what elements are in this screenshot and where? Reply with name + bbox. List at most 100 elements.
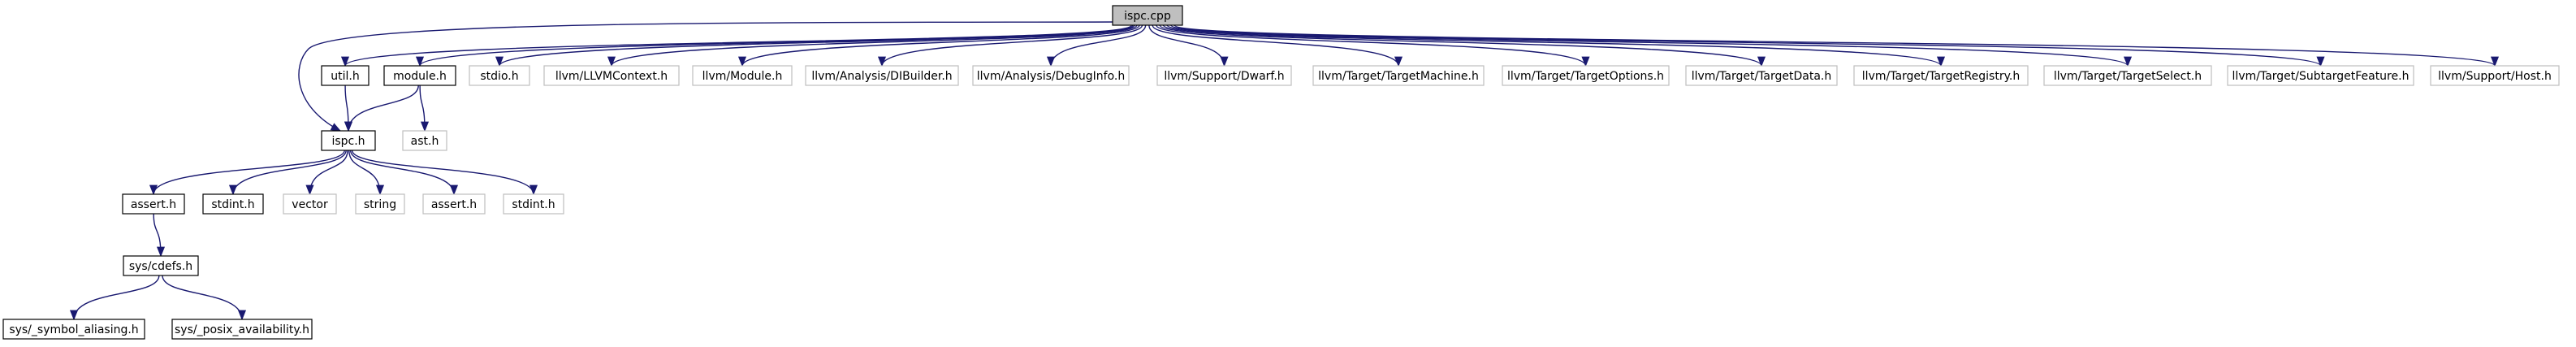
node-llvm-dwarf: llvm/Support/Dwarf.h (1156, 65, 1292, 86)
node-ispc-h[interactable]: ispc.h (321, 130, 376, 151)
edge-ispc_cpp-to-llvm_tm (1152, 24, 1403, 67)
edge-ispc_cpp-to-llvm_dwarf (1148, 24, 1229, 67)
node-label: llvm/Module.h (702, 70, 783, 83)
edge-ispc_h-to-vector (305, 150, 348, 196)
node-stdio-h: stdio.h (469, 65, 530, 86)
node-sys-posix[interactable]: sys/_posix_availability.h (171, 319, 313, 340)
node-label: llvm/LLVMContext.h (555, 70, 668, 83)
node-label: vector (292, 198, 328, 211)
node-box (503, 193, 564, 215)
node-vector: vector (283, 193, 337, 215)
node-label: ispc.cpp (1124, 10, 1171, 23)
edge-ispc_cpp-to-stdio_h (495, 24, 1135, 67)
node-label: llvm/Target/TargetSelect.h (2054, 70, 2202, 83)
node-label: llvm/Target/SubtargetFeature.h (2232, 70, 2410, 83)
node-label: stdint.h (512, 198, 555, 211)
node-ast-h: ast.h (402, 130, 447, 151)
node-llvm-tr: llvm/Target/TargetRegistry.h (1853, 65, 2029, 86)
node-label: llvm/Support/Host.h (2438, 70, 2552, 83)
edge-module_h-to-ast_h (419, 85, 430, 132)
node-stdint-h1[interactable]: stdint.h (202, 193, 264, 215)
node-label: sys/_posix_availability.h (175, 323, 309, 336)
node-box (805, 65, 959, 86)
node-label: module.h (393, 70, 447, 83)
node-box (1112, 5, 1183, 26)
edge-ispc_h-to-assert_h2 (349, 150, 459, 196)
node-box (422, 193, 486, 215)
node-label: llvm/Target/TargetMachine.h (1318, 70, 1479, 83)
node-box (383, 65, 456, 86)
node-module-h[interactable]: module.h (383, 65, 456, 86)
node-box (543, 65, 680, 86)
node-ispc-cpp[interactable]: ispc.cpp (1112, 5, 1183, 26)
edge-ispc_cpp-to-llvm_dbg (1046, 24, 1147, 67)
edge-sys_cdefs-to-sys_alias (69, 275, 160, 321)
node-label: llvm/Analysis/DebugInfo.h (977, 70, 1125, 83)
edge-ispc_h-to-assert_h1 (149, 150, 345, 196)
node-box (2430, 65, 2560, 86)
edge-ispc_h-to-string (348, 150, 385, 196)
node-label: assert.h (131, 198, 176, 211)
node-box (402, 130, 447, 151)
edge-assert_h1-to-sys_cdefs (153, 213, 166, 258)
node-label: llvm/Analysis/DIBuilder.h (811, 70, 952, 83)
node-box (355, 193, 405, 215)
node-llvm-host: llvm/Support/Host.h (2430, 65, 2560, 86)
edge-ispc_cpp-to-llvm_td (1159, 24, 1766, 67)
node-sys-cdefs[interactable]: sys/cdefs.h (123, 255, 199, 276)
node-llvm-sf: llvm/Target/SubtargetFeature.h (2227, 65, 2414, 86)
node-llvm-dib: llvm/Analysis/DIBuilder.h (805, 65, 959, 86)
node-llvm-ctx: llvm/LLVMContext.h (543, 65, 680, 86)
node-assert-h1[interactable]: assert.h (122, 193, 185, 215)
edge-ispc_cpp-to-llvm_tr (1162, 24, 1945, 67)
node-label: llvm/Support/Dwarf.h (1164, 70, 1284, 83)
node-util-h[interactable]: util.h (321, 65, 370, 86)
edge-util_h-to-ispc_h (344, 85, 353, 132)
node-string: string (355, 193, 405, 215)
node-label: stdint.h (211, 198, 254, 211)
node-box (469, 65, 530, 86)
edge-ispc_h-to-stdint_h1 (229, 150, 347, 196)
edge-ispc_cpp-to-util_h (341, 24, 1132, 67)
node-box (321, 130, 376, 151)
node-box (1853, 65, 2029, 86)
edge-ispc_cpp-to-llvm_to (1156, 24, 1590, 67)
node-llvm-dbg: llvm/Analysis/DebugInfo.h (972, 65, 1130, 86)
node-label: sys/cdefs.h (129, 260, 192, 273)
node-box (972, 65, 1130, 86)
node-label: sys/_symbol_aliasing.h (9, 323, 138, 336)
node-sys-alias[interactable]: sys/_symbol_aliasing.h (2, 319, 145, 340)
node-box (1312, 65, 1485, 86)
edge-layer (69, 21, 2499, 321)
node-label: string (364, 198, 396, 211)
node-stdint-h2: stdint.h (503, 193, 564, 215)
node-label: llvm/Target/TargetRegistry.h (1862, 70, 2020, 83)
node-box (123, 255, 199, 276)
node-label: ispc.h (331, 135, 365, 148)
node-label: assert.h (431, 198, 477, 211)
edge-ispc_cpp-to-llvm_ctx (607, 24, 1138, 67)
node-box (692, 65, 793, 86)
node-llvm-tm: llvm/Target/TargetMachine.h (1312, 65, 1485, 86)
node-layer: ispc.cpp util.h module.h stdio.h llvm/LLVMCo… (2, 5, 2560, 340)
edge-ispc_cpp-to-ispc_h (298, 21, 1122, 132)
edge-ispc_cpp-to-llvm_dib (878, 24, 1143, 67)
edge-module_h-to-ispc_h (344, 85, 419, 132)
node-box (122, 193, 185, 215)
node-assert-h2: assert.h (422, 193, 486, 215)
node-label: stdio.h (480, 70, 518, 83)
node-label: util.h (331, 70, 359, 83)
edge-ispc_cpp-to-llvm_ts (1166, 24, 2132, 67)
node-label: llvm/Target/TargetOptions.h (1507, 70, 1664, 83)
node-label: ast.h (411, 135, 439, 148)
node-box (202, 193, 264, 215)
node-box (1685, 65, 1838, 86)
edge-ispc_cpp-to-llvm_host (1173, 24, 2499, 67)
node-llvm-td: llvm/Target/TargetData.h (1685, 65, 1838, 86)
edge-sys_cdefs-to-sys_posix (162, 275, 247, 321)
node-box (2, 319, 145, 340)
node-label: llvm/Target/TargetData.h (1692, 70, 1832, 83)
edge-ispc_cpp-to-llvm_sf (1170, 24, 2325, 67)
node-llvm-ts: llvm/Target/TargetSelect.h (2043, 65, 2212, 86)
